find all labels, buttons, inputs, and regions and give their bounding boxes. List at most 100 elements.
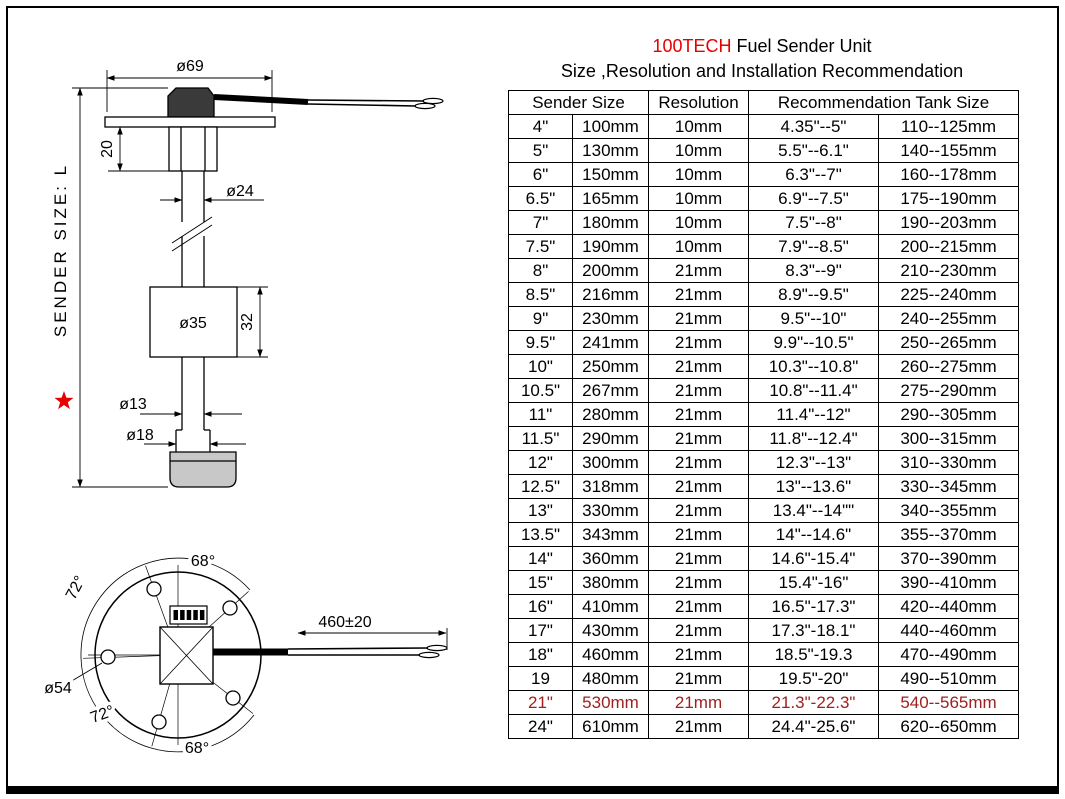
table-cell: 480mm: [572, 666, 649, 691]
table-cell: 490--510mm: [878, 666, 1019, 691]
technical-drawing: ø69 20 ø24 ø35 32 ø13 ø18 SENDER SIZE: L…: [41, 58, 448, 761]
table-cell: 21.3"-22.3": [748, 690, 879, 715]
table-cell: 10mm: [648, 234, 749, 259]
table-cell: 5.5"--6.1": [748, 138, 879, 163]
table-cell: 318mm: [572, 474, 649, 499]
bolt-hole: [225, 690, 241, 706]
table-cell: 12": [508, 450, 573, 475]
table-cell: 21mm: [648, 258, 749, 283]
table-cell: 290mm: [572, 426, 649, 451]
table-cell: 13.5": [508, 522, 573, 547]
wire-terminal: [418, 651, 440, 659]
table-cell: 280mm: [572, 402, 649, 427]
table-cell: 267mm: [572, 378, 649, 403]
table-cell: 21mm: [648, 330, 749, 355]
table-cell: 165mm: [572, 186, 649, 211]
table-cell: 21mm: [648, 642, 749, 667]
star-icon: [54, 391, 74, 410]
table-cell: 15.4"-16": [748, 570, 879, 595]
table-cell: 260--275mm: [878, 354, 1019, 379]
table-cell: 4": [508, 114, 573, 139]
header-resolution: Resolution: [648, 90, 749, 115]
table-cell: 16": [508, 594, 573, 619]
table-cell: 21mm: [648, 282, 749, 307]
table-cell: 7.5": [508, 234, 573, 259]
float-body: [149, 286, 238, 358]
table-cell: 9.9"--10.5": [748, 330, 879, 355]
table-cell: 6.9"--7.5": [748, 186, 879, 211]
table-cell: 10.5": [508, 378, 573, 403]
bolt-hole: [100, 649, 116, 665]
table-cell: 7": [508, 210, 573, 235]
table-cell: 10": [508, 354, 573, 379]
table-cell: 10mm: [648, 114, 749, 139]
table-cell: 10.8"--11.4": [748, 378, 879, 403]
table-cell: 11.5": [508, 426, 573, 451]
table-cell: 12.5": [508, 474, 573, 499]
table-cell: 310--330mm: [878, 450, 1019, 475]
table-cell: 21mm: [648, 378, 749, 403]
table-cell: 11.8"--12.4": [748, 426, 879, 451]
table-cell: 275--290mm: [878, 378, 1019, 403]
table-cell: 16.5"-17.3": [748, 594, 879, 619]
table-cell: 410mm: [572, 594, 649, 619]
table-cell: 110--125mm: [878, 114, 1019, 139]
table-cell: 11": [508, 402, 573, 427]
table-cell: 8.3"--9": [748, 258, 879, 283]
table-cell: 21mm: [648, 498, 749, 523]
table-cell: 540--565mm: [878, 690, 1019, 715]
header-sender-size: Sender Size: [508, 90, 649, 115]
table-cell: 21mm: [648, 690, 749, 715]
table-cell: 17.3"-18.1": [748, 618, 879, 643]
table-cell: 14.6"-15.4": [748, 546, 879, 571]
table-cell: 21mm: [648, 426, 749, 451]
table-cell: 21mm: [648, 450, 749, 475]
table-header-row: Sender Size Resolution Recommendation Ta…: [508, 90, 1019, 115]
table-cell: 15": [508, 570, 573, 595]
dim-neck-height-label: 20: [99, 140, 116, 158]
table-cell: 21mm: [648, 594, 749, 619]
table-cell: 130mm: [572, 138, 649, 163]
table-cell: 620--650mm: [878, 714, 1019, 739]
table-cell: 190--203mm: [878, 210, 1019, 235]
table-cell: 7.9"--8.5": [748, 234, 879, 259]
table-cell: 19.5"-20": [748, 666, 879, 691]
table-cell: 10.3"--10.8": [748, 354, 879, 379]
table-cell: 9.5": [508, 330, 573, 355]
table-cell: 12.3"--13": [748, 450, 879, 475]
table-cell: 355--370mm: [878, 522, 1019, 547]
table-cell: 180mm: [572, 210, 649, 235]
table-cell: 9": [508, 306, 573, 331]
table-cell: 330--345mm: [878, 474, 1019, 499]
table-cell: 200--215mm: [878, 234, 1019, 259]
table-cell: 21mm: [648, 570, 749, 595]
angle-top-label: 68°: [191, 553, 215, 570]
table-cell: 10mm: [648, 138, 749, 163]
flange-plate: [104, 116, 276, 128]
wire-terminal: [422, 97, 444, 105]
table-cell: 21mm: [648, 354, 749, 379]
table-cell: 370--390mm: [878, 546, 1019, 571]
table-cell: 5": [508, 138, 573, 163]
table-cell: 360mm: [572, 546, 649, 571]
table-cell: 430mm: [572, 618, 649, 643]
table-cell: 340--355mm: [878, 498, 1019, 523]
sender-size-length-label: SENDER SIZE: L: [51, 163, 70, 337]
table-cell: 10mm: [648, 162, 749, 187]
